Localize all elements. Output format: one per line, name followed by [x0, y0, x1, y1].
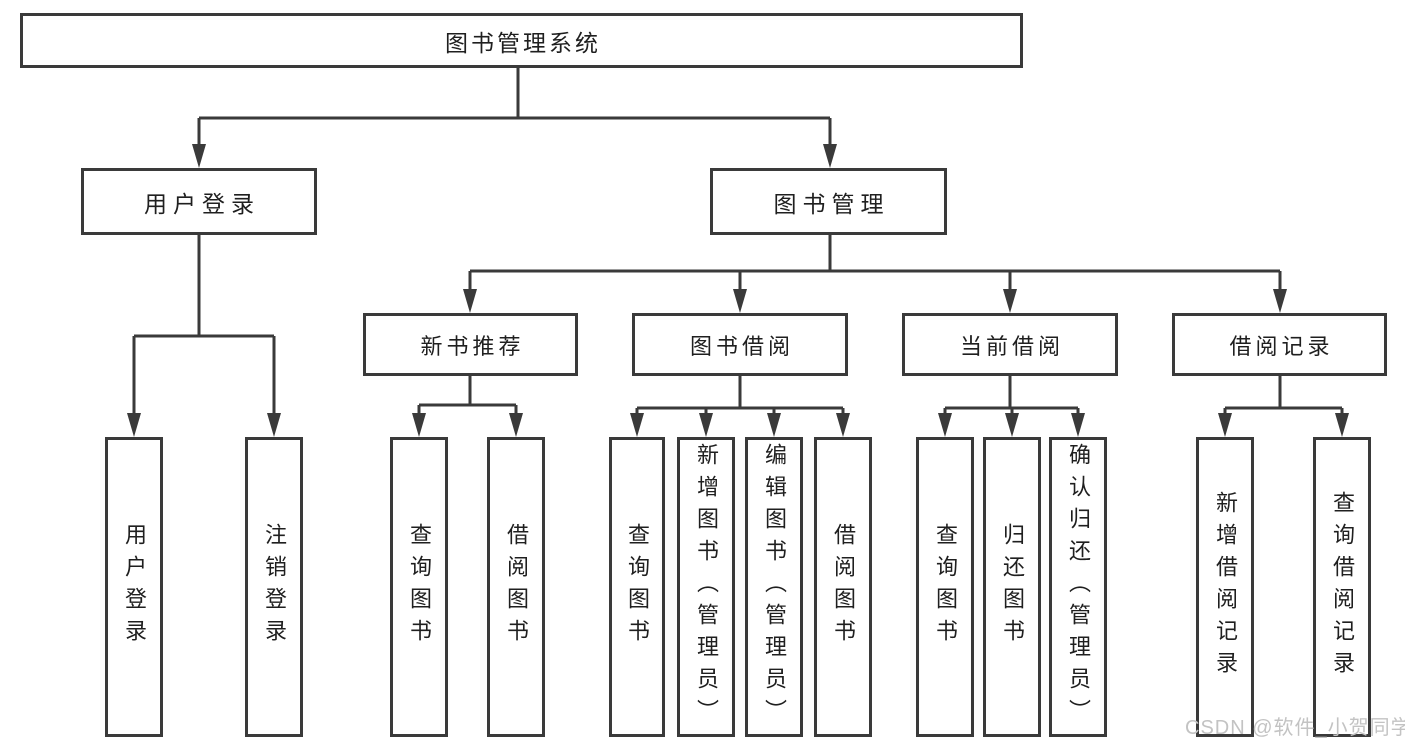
node-logout: 注销登录	[245, 437, 303, 737]
node-query-books-recommend: 查询图书	[390, 437, 448, 737]
node-root-label: 图书管理系统	[445, 29, 601, 56]
node-user-login-branch: 用户登录	[81, 168, 317, 235]
arrowhead-icon	[1273, 289, 1287, 313]
connector-book-management-children	[463, 235, 1287, 313]
node-current-borrow: 当前借阅	[902, 313, 1118, 376]
arrowhead-icon	[699, 413, 713, 437]
arrowhead-icon	[1003, 289, 1017, 313]
arrowhead-icon	[836, 413, 850, 437]
node-label: 当前借阅	[959, 333, 1064, 359]
arrowhead-icon	[1218, 413, 1232, 437]
arrowhead-icon	[938, 413, 952, 437]
arrowhead-icon	[127, 413, 141, 437]
node-label: 注销登录	[262, 523, 287, 651]
connector-book-borrow-children	[630, 376, 850, 437]
node-label: 图书管理	[773, 190, 890, 217]
node-query-books-borrow: 查询图书	[609, 437, 665, 737]
node-label: 新增借阅记录	[1213, 491, 1238, 683]
arrowhead-icon	[192, 144, 206, 168]
node-borrow-books: 借阅图书	[814, 437, 872, 737]
node-query-borrow-record: 查询借阅记录	[1313, 437, 1371, 737]
arrowhead-icon	[463, 289, 477, 313]
connector-new-book-children	[412, 376, 523, 437]
connector-current-borrow-children	[938, 376, 1085, 437]
arrowhead-icon	[509, 413, 523, 437]
arrowhead-icon	[630, 413, 644, 437]
node-label: 借阅记录	[1229, 333, 1334, 359]
node-label: 查询图书	[407, 523, 432, 651]
node-query-books-current: 查询图书	[916, 437, 974, 737]
arrowhead-icon	[1335, 413, 1349, 437]
node-label: 归还图书	[1000, 523, 1025, 651]
connector-root-to-level2	[192, 68, 837, 168]
csdn-watermark: CSDN @软件_小贺同学	[1185, 717, 1405, 739]
arrowhead-icon	[733, 289, 747, 313]
arrowhead-icon	[1071, 413, 1085, 437]
node-label: 借阅图书	[504, 523, 529, 651]
node-label: 借阅图书	[831, 523, 856, 651]
node-add-borrow-record: 新增借阅记录	[1196, 437, 1254, 737]
node-borrow-record: 借阅记录	[1172, 313, 1387, 376]
node-label: 编辑图书（管理员）	[762, 443, 787, 731]
node-edit-book-admin: 编辑图书（管理员）	[745, 437, 803, 737]
node-borrow-books-recommend: 借阅图书	[487, 437, 545, 737]
node-label: 图书借阅	[689, 333, 794, 359]
node-label: 确认归还（管理员）	[1066, 443, 1091, 731]
node-book-management-branch: 图书管理	[710, 168, 947, 235]
arrowhead-icon	[767, 413, 781, 437]
node-login: 用户登录	[105, 437, 163, 737]
node-new-book-recommend: 新书推荐	[363, 313, 578, 376]
node-label: 查询图书	[933, 523, 958, 651]
arrowhead-icon	[267, 413, 281, 437]
connector-user-login-children	[127, 235, 281, 437]
node-label: 查询图书	[625, 523, 650, 651]
node-label: 新书推荐	[420, 333, 525, 359]
node-return-book: 归还图书	[983, 437, 1041, 737]
node-label: 查询借阅记录	[1330, 491, 1355, 683]
node-book-borrow: 图书借阅	[632, 313, 848, 376]
arrowhead-icon	[412, 413, 426, 437]
node-label: 用户登录	[144, 190, 260, 217]
connector-borrow-record-children	[1218, 376, 1349, 437]
arrowhead-icon	[823, 144, 837, 168]
node-label: 新增图书（管理员）	[694, 443, 719, 731]
node-add-book-admin: 新增图书（管理员）	[677, 437, 735, 737]
node-root-system: 图书管理系统	[20, 13, 1023, 68]
node-label: 用户登录	[122, 523, 147, 651]
arrowhead-icon	[1005, 413, 1019, 437]
node-confirm-return-admin: 确认归还（管理员）	[1049, 437, 1107, 737]
